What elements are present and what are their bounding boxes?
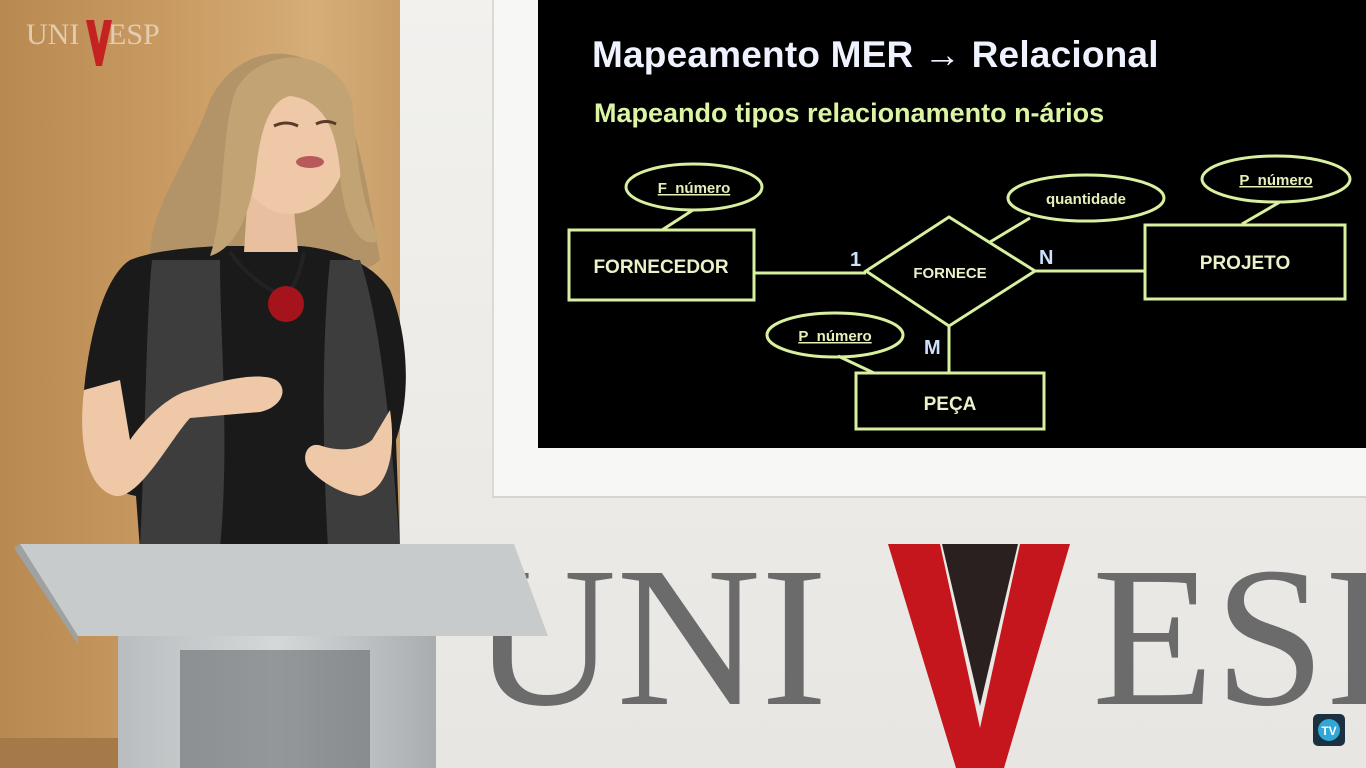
- univesp-corner-logo: UNI ESP: [26, 18, 160, 66]
- entity-fornecedor-box: [567, 228, 756, 302]
- cardinality-peca: M: [924, 337, 941, 359]
- entity-projeto-box: [1143, 223, 1347, 301]
- relationship-fornece-diamond: [863, 215, 1038, 328]
- attribute-f-numero-oval: [624, 162, 764, 212]
- relationship-fornece-label: FORNECE: [913, 265, 986, 282]
- link-pnumero-peca: [837, 354, 875, 375]
- entity-peca-label: PEÇA: [924, 394, 977, 415]
- svg-text:TV: TV: [1321, 724, 1336, 738]
- presenter-figure: [82, 53, 406, 550]
- attribute-quantidade-oval: [1006, 173, 1166, 223]
- tv-badge-icon: TV: [1318, 719, 1340, 741]
- er-diagram: FORNECEDOR PROJETO PEÇA FORNECE F_número…: [567, 154, 1352, 431]
- cardinality-fornecedor: 1: [850, 249, 861, 271]
- entity-projeto-label: PROJETO: [1200, 253, 1290, 274]
- link-quantidade-fornece: [989, 216, 1031, 244]
- svg-text:UNI: UNI: [26, 18, 79, 51]
- cardinality-projeto: N: [1039, 247, 1053, 269]
- univesp-wall-logo: UNI ESP: [472, 528, 1366, 768]
- svg-text:ESP: ESP: [1092, 528, 1366, 748]
- lectern: [14, 544, 548, 768]
- attribute-p-numero-projeto-label: P_número: [1239, 172, 1312, 189]
- tv-channel-badge: TV: [1313, 714, 1345, 746]
- attribute-p-numero-peca-oval: [765, 311, 905, 359]
- entity-peca-box: [854, 371, 1046, 431]
- svg-text:ESP: ESP: [108, 18, 160, 51]
- link-fnumero-fornecedor: [661, 208, 694, 232]
- slide-subtitle: Mapeando tipos relacionamento n-ários: [594, 98, 1105, 128]
- attribute-f-numero-label: F_número: [658, 180, 731, 197]
- presentation-slide: Mapeamento MER → Relacional Mapeando tip…: [538, 0, 1366, 448]
- attribute-p-numero-projeto-oval: [1200, 154, 1352, 204]
- attribute-quantidade-label: quantidade: [1046, 191, 1126, 208]
- attribute-p-numero-peca-label: P_número: [798, 328, 871, 345]
- slide-title: Mapeamento MER → Relacional: [592, 34, 1159, 75]
- entity-fornecedor-label: FORNECEDOR: [593, 257, 728, 278]
- link-pnumero-projeto: [1241, 200, 1281, 226]
- svg-text:UNI: UNI: [472, 528, 827, 748]
